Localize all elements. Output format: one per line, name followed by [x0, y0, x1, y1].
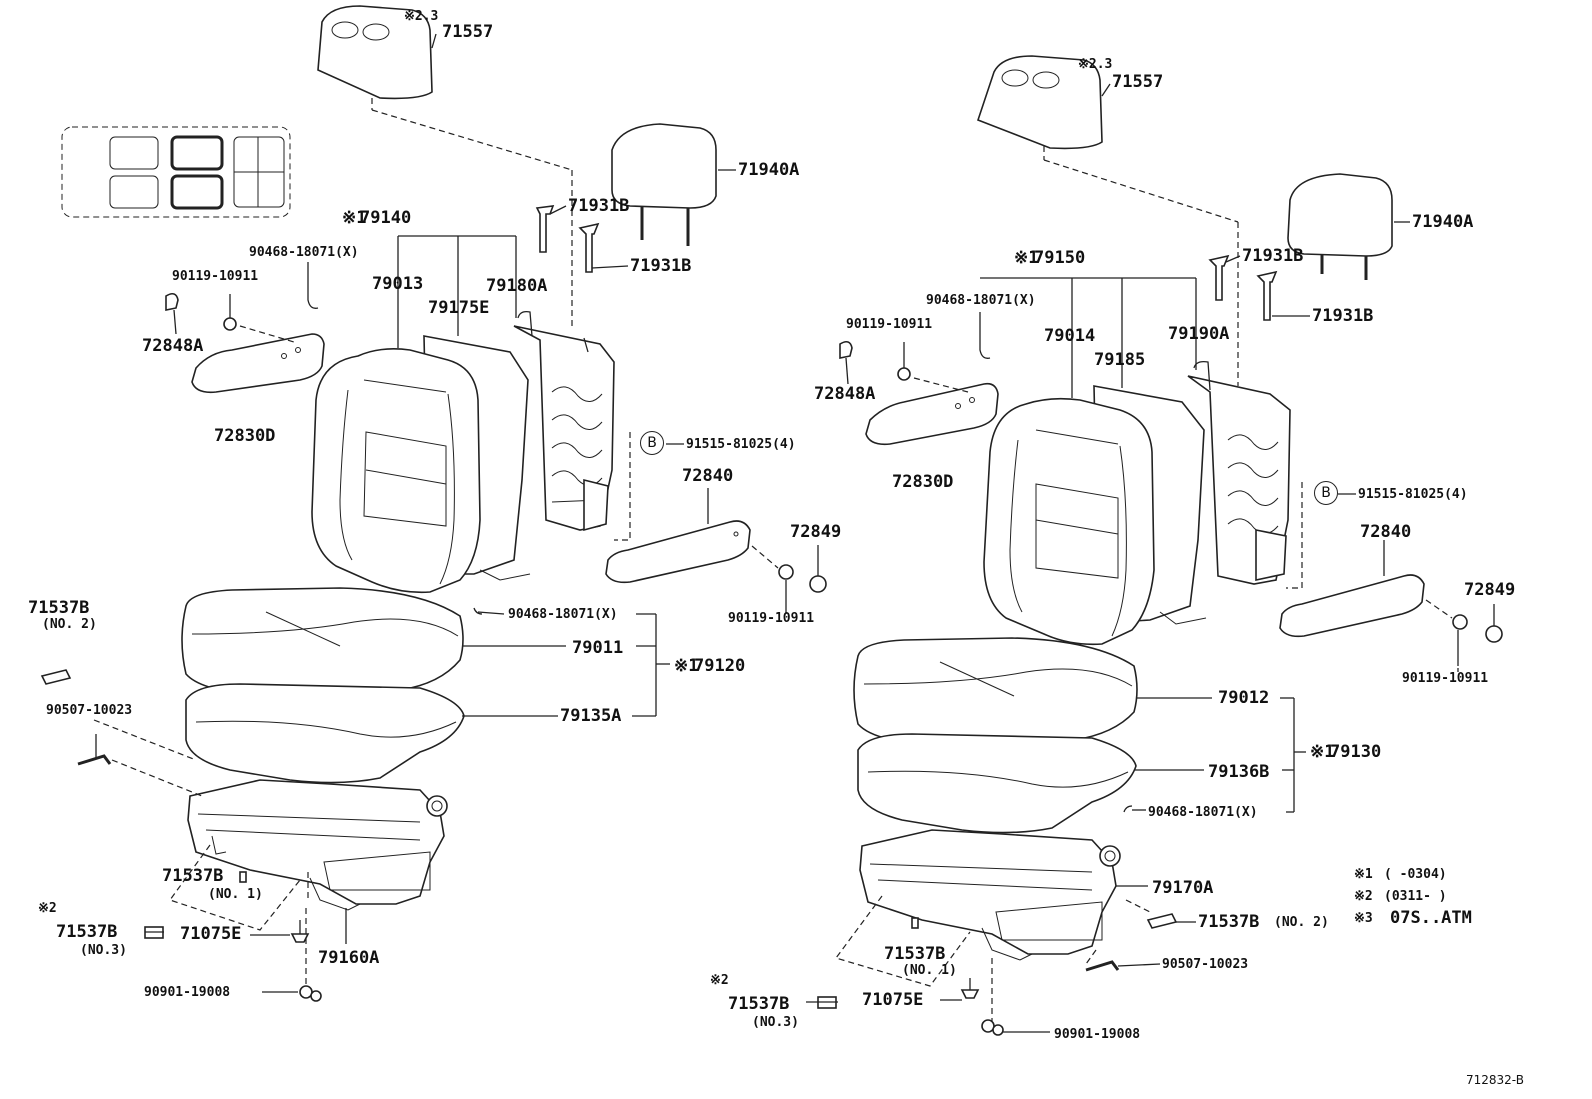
label-back-cover-left: 79013: [372, 274, 424, 294]
label-cover-no2-left: 71537B: [28, 598, 90, 618]
armrest-outer-right: [1279, 482, 1503, 666]
label-headrest-support-1-right: 71931B: [1242, 246, 1304, 266]
label-cover-no1-left: 71537B: [162, 866, 224, 886]
label-adjuster-right: 79170A: [1152, 878, 1214, 898]
label-cushion-pad-left: 79135A: [560, 706, 622, 726]
label-arm-cap-right: 72849: [1464, 580, 1516, 600]
label-cushion-assy-note-right: ※1: [1310, 742, 1335, 762]
label-clip-top-right: 90468-18071(X): [926, 293, 1036, 308]
label-cover-no2-sub-left: (NO. 2): [42, 617, 97, 632]
seat-cushion-left: [181, 587, 465, 911]
note-text-1: ( -0304): [1384, 867, 1447, 882]
seat-back-right: [983, 360, 1291, 646]
label-arm-cap-left: 72849: [790, 522, 842, 542]
label-cover-no1-sub-left: (NO. 1): [208, 887, 263, 902]
label-back-assy-note-left: ※1: [342, 208, 367, 228]
label-armrest-outer-left: 72840: [682, 466, 734, 486]
label-cushion-cover-left: 79011: [572, 638, 624, 658]
label-cover-no3-left: 71537B: [56, 922, 118, 942]
label-screw-top-left: 90119-10911: [172, 269, 259, 284]
label-headrest-cover-note-left: ※2.3: [404, 9, 439, 24]
label-headrest-right: 71940A: [1412, 212, 1474, 232]
headrest-right: [1287, 173, 1393, 280]
note-mark-3: ※3: [1354, 911, 1373, 926]
label-headrest-cover-left: 71557: [442, 22, 494, 42]
label-cover-no2-right: 71537B: [1198, 912, 1260, 932]
label-cap-right: 72848A: [814, 384, 876, 404]
label-armrest-inner-right: 72830D: [892, 472, 954, 492]
label-clip-bottom-right: 71075E: [862, 990, 924, 1010]
small-parts-right: [817, 895, 1178, 1036]
label-cover-no3-note-right: ※2: [710, 973, 729, 988]
label-clip-bottom-left: 71075E: [180, 924, 242, 944]
label-back-assy-note-right: ※1: [1014, 248, 1039, 268]
label-back-frame-left: 79180A: [486, 276, 548, 296]
label-cushion-cover-right: 79012: [1218, 688, 1270, 708]
label-cover-no3-sub-right: (NO.3): [752, 1015, 799, 1030]
label-cover-no2-sub-right: (NO. 2): [1274, 915, 1329, 930]
seat-position-icon: [61, 126, 291, 218]
label-adjuster-left: 79160A: [318, 948, 380, 968]
leader-lines-left: [145, 33, 736, 993]
label-bolt-b-left: 91515-81025(4): [686, 437, 796, 452]
headrest-cover-right: [977, 55, 1239, 386]
label-cushion-assy-left: 79120: [694, 656, 746, 676]
label-arm-screw-right: 90119-10911: [1402, 671, 1489, 686]
label-cover-no1-right: 71537B: [884, 944, 946, 964]
label-headrest-support-2-left: 71931B: [630, 256, 692, 276]
circle-b-right: B: [1314, 481, 1338, 505]
label-bolt-bottom-right: 90901-19008: [1054, 1027, 1141, 1042]
label-back-pad-left: 79175E: [428, 298, 490, 318]
label-cushion-clip-right: 90468-18071(X): [1148, 805, 1258, 820]
label-cover-no3-note-left: ※2: [38, 901, 57, 916]
circle-b-left: B: [640, 431, 664, 455]
label-headrest-cover-note-right: ※2.3: [1078, 57, 1113, 72]
headrest-cover-left: [317, 5, 573, 330]
headrest-support-right: [1208, 254, 1278, 321]
label-bolt-bottom-left: 90901-19008: [144, 985, 231, 1000]
note-mark-1: ※1: [1354, 867, 1373, 882]
label-headrest-left: 71940A: [738, 160, 800, 180]
label-back-assy-right: 79150: [1034, 248, 1086, 268]
label-spring-left: 90507-10023: [46, 703, 133, 718]
label-cap-left: 72848A: [142, 336, 204, 356]
label-headrest-support-1-left: 71931B: [568, 196, 630, 216]
figure-id: 712832-B: [1466, 1073, 1524, 1087]
label-bolt-b-right: 91515-81025(4): [1358, 487, 1468, 502]
seat-cushion-right: [853, 637, 1138, 961]
label-arm-screw-left: 90119-10911: [728, 611, 815, 626]
label-headrest-cover-right: 71557: [1112, 72, 1164, 92]
armrest-inner-left: [165, 292, 325, 394]
note-mark-2: ※2: [1354, 889, 1373, 904]
leader-lines-right: [806, 83, 1459, 1033]
armrest-inner-right: [839, 340, 999, 446]
label-cover-no1-sub-right: (NO. 1): [902, 963, 957, 978]
label-spring-right: 90507-10023: [1162, 957, 1249, 972]
label-cushion-clip-left: 90468-18071(X): [508, 607, 618, 622]
label-armrest-inner-left: 72830D: [214, 426, 276, 446]
label-screw-top-right: 90119-10911: [846, 317, 933, 332]
label-back-pad-right: 79185: [1094, 350, 1146, 370]
headrest-left: [611, 123, 717, 246]
label-cover-no3-sub-left: (NO.3): [80, 943, 127, 958]
label-back-cover-right: 79014: [1044, 326, 1096, 346]
headrest-support-left: [535, 205, 600, 273]
label-headrest-support-2-right: 71931B: [1312, 306, 1374, 326]
label-back-assy-left: 79140: [360, 208, 412, 228]
note-text-3: 07S..ATM: [1390, 908, 1472, 928]
label-cushion-assy-right: 79130: [1330, 742, 1382, 762]
label-back-frame-right: 79190A: [1168, 324, 1230, 344]
note-text-2: (0311- ): [1384, 889, 1447, 904]
label-armrest-outer-right: 72840: [1360, 522, 1412, 542]
label-clip-top-left: 90468-18071(X): [249, 245, 359, 260]
seat-back-left: [311, 310, 615, 594]
armrest-outer-left: [605, 432, 827, 614]
label-cover-no3-right: 71537B: [728, 994, 790, 1014]
label-cushion-pad-right: 79136B: [1208, 762, 1270, 782]
label-cushion-assy-note-left: ※1: [674, 656, 699, 676]
